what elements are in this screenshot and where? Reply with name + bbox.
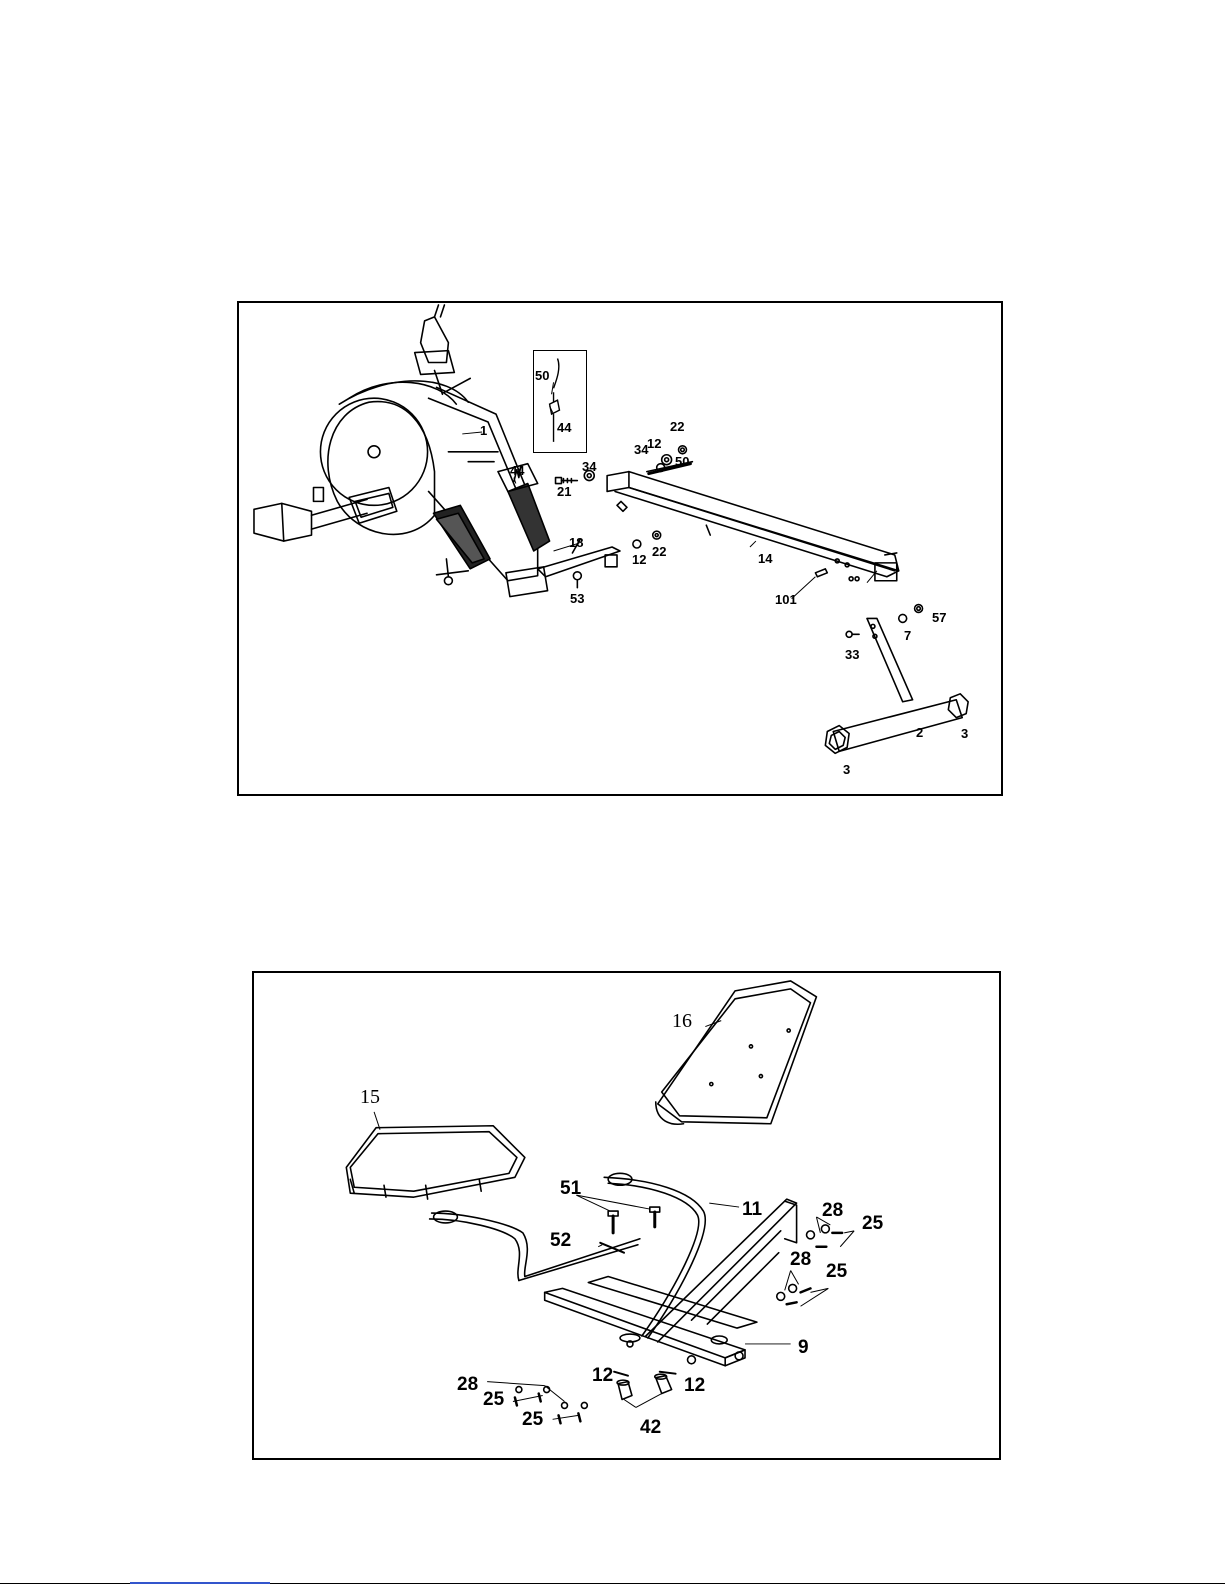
part-label-22-bottom: 22 xyxy=(652,545,666,558)
part-label-25-a: 25 xyxy=(862,1214,883,1233)
part-label-28-c: 28 xyxy=(457,1375,478,1394)
part-label-22-top: 22 xyxy=(670,420,684,433)
part-label-28-b: 28 xyxy=(790,1250,811,1269)
part-label-51: 51 xyxy=(560,1179,581,1198)
part-label-18: 18 xyxy=(569,536,583,549)
part-label-50-inset: 50 xyxy=(535,369,549,382)
part-label-9: 9 xyxy=(798,1338,809,1357)
footer-link-underline[interactable] xyxy=(130,1582,270,1584)
exploded-view-bottom: 9 11 12 12 15 16 25 25 25 25 28 28 28 42… xyxy=(252,971,1001,1460)
part-label-2: 2 xyxy=(916,726,923,739)
part-label-33: 33 xyxy=(845,648,859,661)
part-label-42: 42 xyxy=(640,1418,661,1437)
exploded-view-top: 1 2 3 3 7 12 12 14 18 21 22 22 33 34 34 … xyxy=(237,301,1003,796)
part-label-14: 14 xyxy=(758,552,772,565)
frame-drawing xyxy=(239,303,1001,794)
part-label-34-left: 34 xyxy=(582,460,596,473)
part-label-28-a: 28 xyxy=(822,1201,843,1220)
part-label-52: 52 xyxy=(550,1231,571,1250)
part-label-44-inset: 44 xyxy=(557,421,571,434)
cable-detail-inset xyxy=(533,350,587,453)
part-label-12-left: 12 xyxy=(592,1366,613,1385)
part-label-44: 44 xyxy=(510,464,524,477)
part-label-25-b: 25 xyxy=(826,1262,847,1281)
part-label-15: 15 xyxy=(360,1087,380,1107)
part-label-53: 53 xyxy=(570,592,584,605)
part-label-34-right: 34 xyxy=(634,443,648,456)
part-label-12-bottom: 12 xyxy=(632,553,646,566)
seat-drawing xyxy=(254,973,999,1458)
part-label-50: 50 xyxy=(675,455,689,468)
part-label-11: 11 xyxy=(742,1200,762,1219)
part-label-16: 16 xyxy=(672,1011,692,1031)
part-label-12-right: 12 xyxy=(684,1376,705,1395)
part-label-1: 1 xyxy=(480,424,487,437)
part-label-7: 7 xyxy=(904,629,911,642)
part-label-3-right: 3 xyxy=(961,727,968,740)
part-label-3-left: 3 xyxy=(843,763,850,776)
part-label-25-c: 25 xyxy=(483,1390,504,1409)
part-label-25-d: 25 xyxy=(522,1410,543,1429)
part-label-21: 21 xyxy=(557,485,571,498)
part-label-12-top: 12 xyxy=(647,437,661,450)
part-label-101: 101 xyxy=(775,593,797,606)
part-label-57: 57 xyxy=(932,611,946,624)
